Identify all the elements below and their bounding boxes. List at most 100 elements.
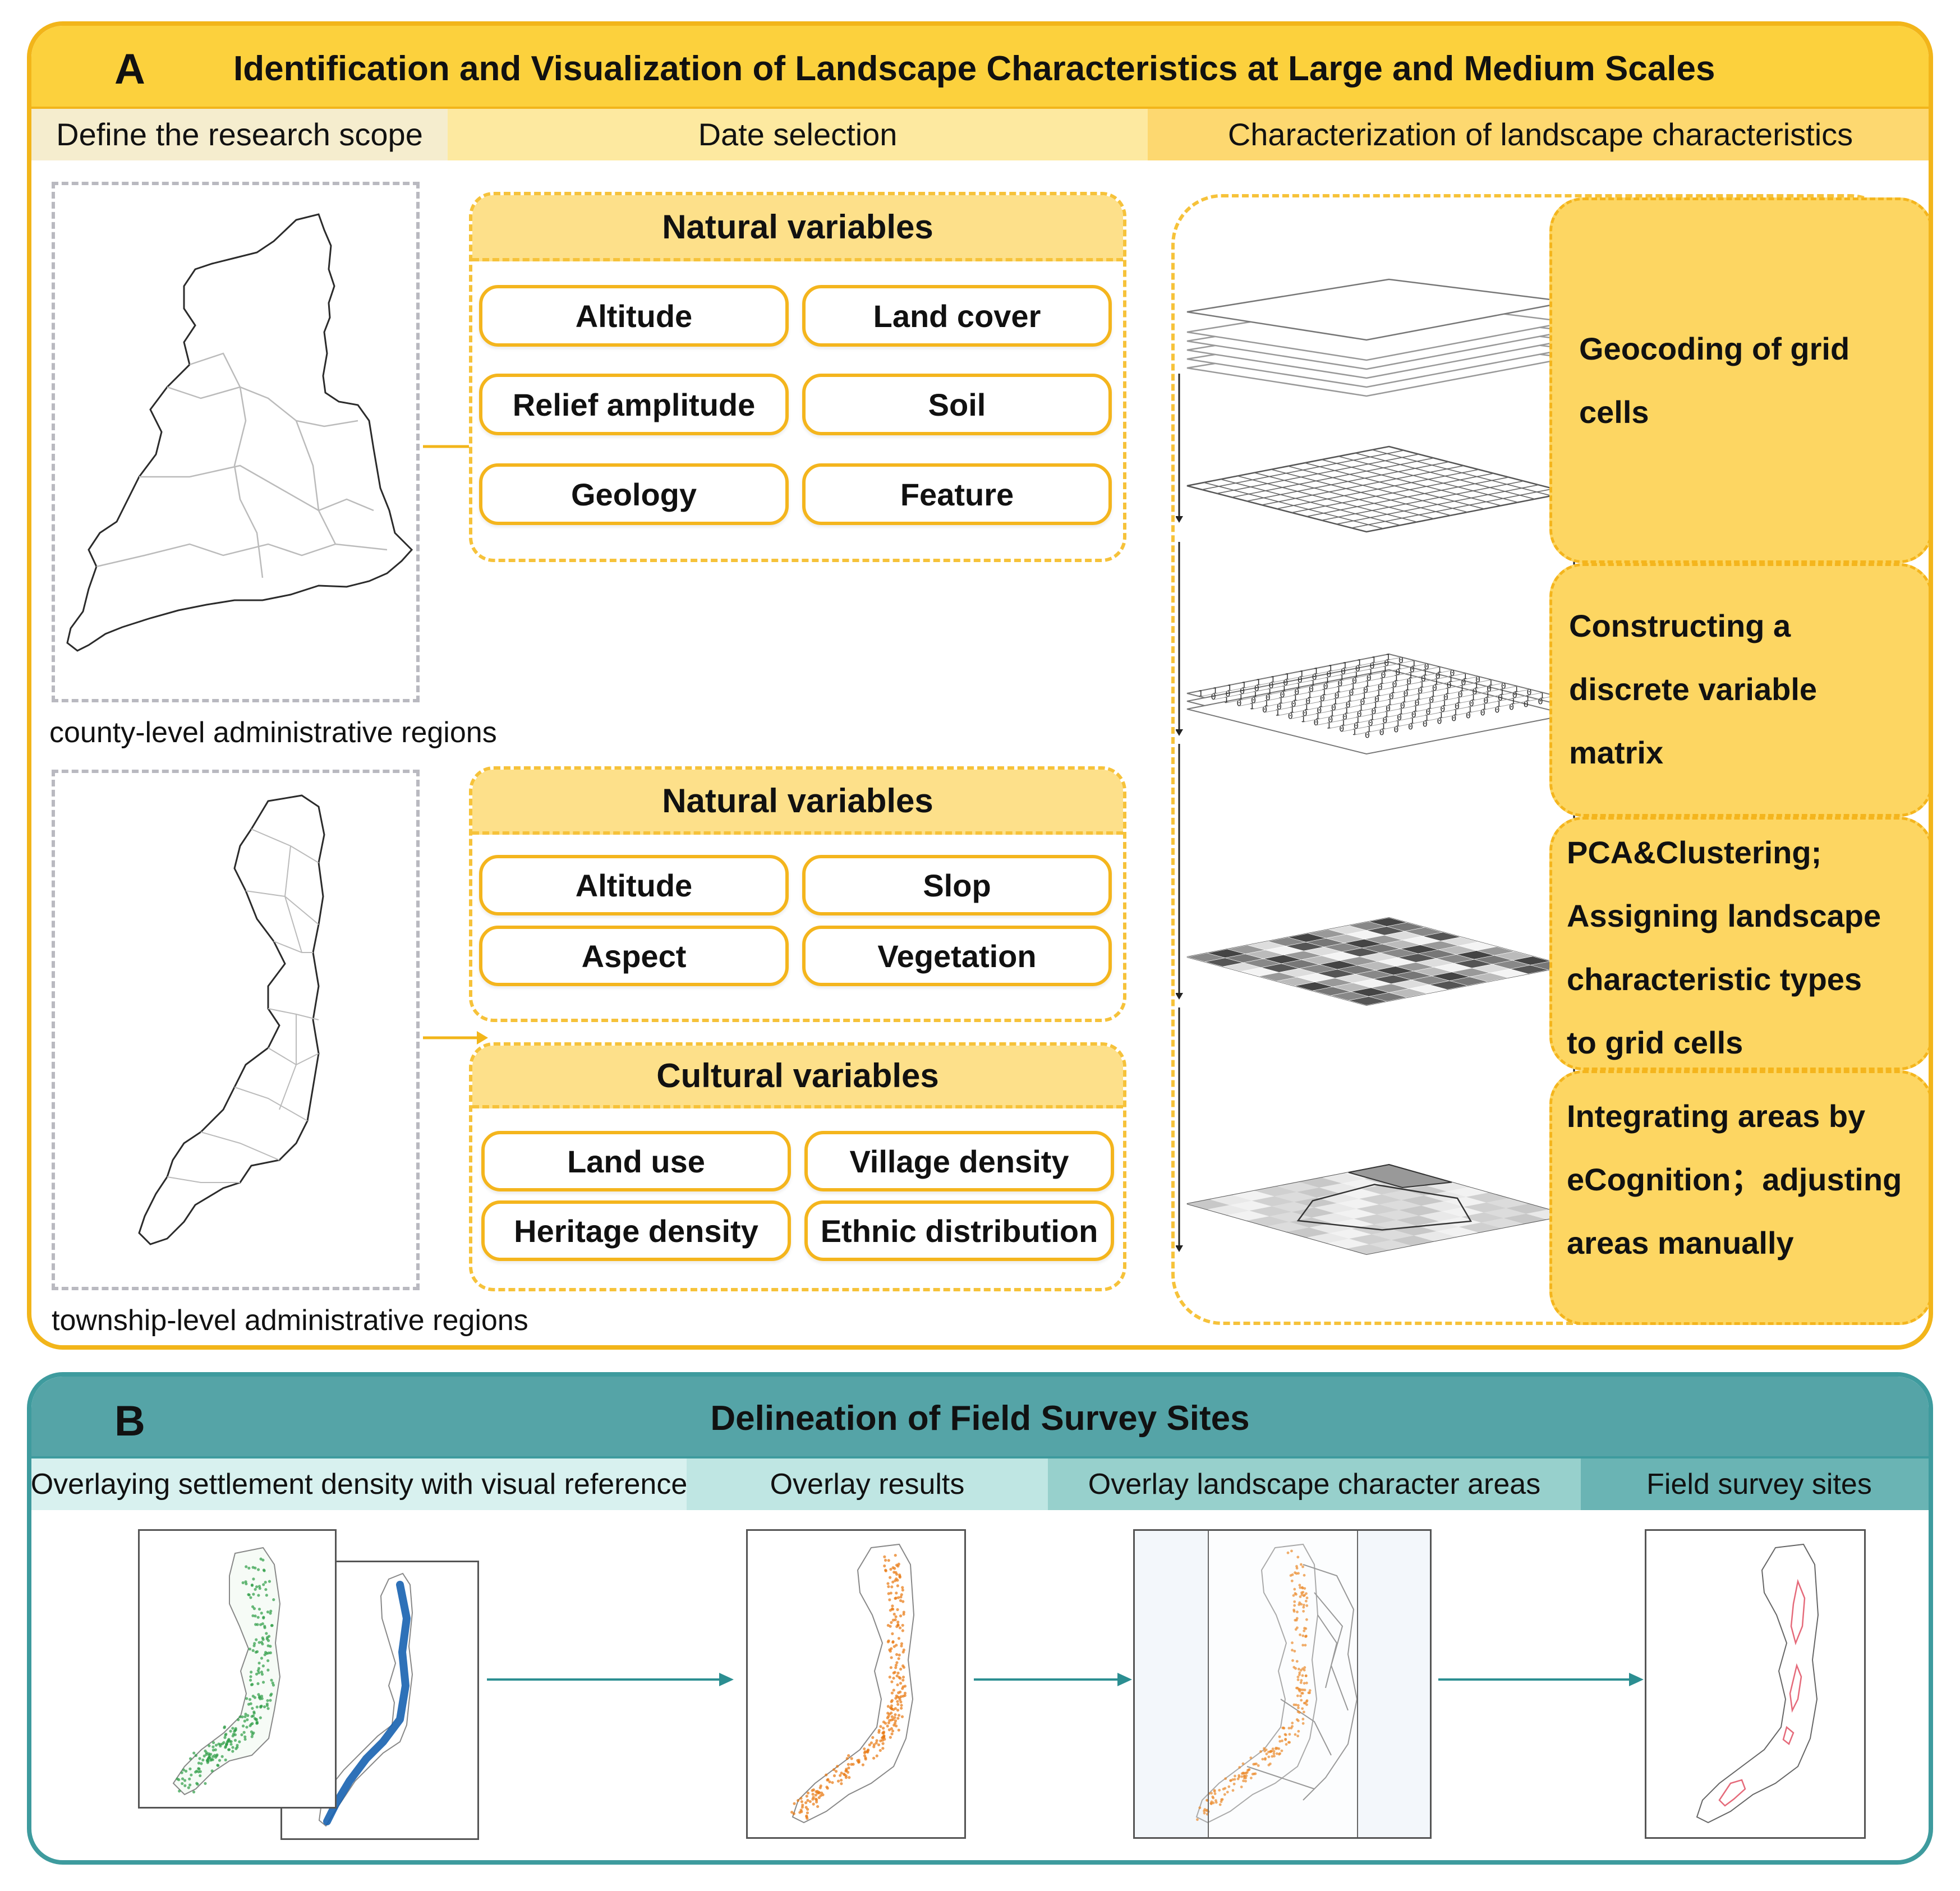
svg-text:1: 1 xyxy=(1395,719,1400,729)
header-overlaying-settlement: Overlaying settlement density with visua… xyxy=(31,1458,687,1510)
svg-text:1: 1 xyxy=(1256,677,1261,687)
settlement-density-map-image xyxy=(172,1547,281,1796)
svg-text:1: 1 xyxy=(1264,698,1269,708)
svg-text:1: 1 xyxy=(1511,696,1516,706)
step-integrating-areas-text: Integrating areas by eCognition；adjustin… xyxy=(1567,1098,1902,1260)
svg-text:0: 0 xyxy=(1298,675,1303,685)
svg-text:1: 1 xyxy=(1402,694,1407,705)
svg-text:1: 1 xyxy=(1341,718,1346,728)
svg-text:1: 1 xyxy=(1299,669,1304,679)
svg-text:0: 0 xyxy=(1395,668,1400,678)
svg-text:1: 1 xyxy=(1347,694,1352,704)
svg-text:0: 0 xyxy=(1458,689,1463,700)
svg-text:1: 1 xyxy=(1481,702,1487,712)
header-overlay-character-areas: Overlay landscape character areas xyxy=(1048,1458,1581,1510)
panel-b-title-bar: B Delineation of Field Survey Sites xyxy=(31,1377,1929,1458)
svg-text:1: 1 xyxy=(1496,699,1501,709)
svg-text:1: 1 xyxy=(1328,663,1333,673)
svg-text:0: 0 xyxy=(1331,702,1336,712)
svg-text:1: 1 xyxy=(1462,671,1467,682)
svg-text:1: 1 xyxy=(1448,674,1453,684)
svg-text:0: 0 xyxy=(1475,674,1480,684)
overlay-divider-right xyxy=(1357,1531,1358,1837)
svg-text:1: 1 xyxy=(1376,688,1381,698)
svg-text:0: 0 xyxy=(1393,725,1398,735)
svg-text:1: 1 xyxy=(1437,665,1442,675)
svg-text:0: 0 xyxy=(1494,705,1499,715)
svg-text:0: 0 xyxy=(1397,712,1402,723)
svg-text:1: 1 xyxy=(1373,700,1378,710)
svg-text:1: 1 xyxy=(1249,701,1254,711)
township-natural-variables-title: Natural variables xyxy=(472,770,1123,835)
svg-text:1: 1 xyxy=(1310,678,1315,688)
svg-text:0: 0 xyxy=(1328,715,1333,725)
county-natural-variables-panel: Natural variables Altitude Land cover Re… xyxy=(469,192,1126,562)
svg-text:0: 0 xyxy=(1266,693,1271,703)
svg-text:0: 0 xyxy=(1363,685,1368,695)
svg-text:0: 0 xyxy=(1384,658,1389,668)
svg-text:0: 0 xyxy=(1320,693,1325,703)
county-map xyxy=(66,213,413,652)
svg-text:1: 1 xyxy=(1459,683,1464,693)
svg-text:0: 0 xyxy=(1294,687,1299,697)
svg-text:0: 0 xyxy=(1447,680,1452,690)
svg-text:1: 1 xyxy=(1329,708,1335,719)
svg-text:0: 0 xyxy=(1367,673,1372,683)
header-characterization: Characterization of landscape characteri… xyxy=(1148,109,1929,160)
svg-text:0: 0 xyxy=(1355,664,1360,674)
settlement-density-map xyxy=(138,1529,337,1809)
svg-text:0: 0 xyxy=(1317,705,1322,715)
svg-text:0: 0 xyxy=(1403,688,1408,698)
svg-text:0: 0 xyxy=(1360,697,1365,707)
svg-text:1: 1 xyxy=(1365,679,1370,689)
field-survey-sites-map-image xyxy=(1696,1543,1819,1824)
svg-text:1: 1 xyxy=(1278,696,1283,706)
svg-text:1: 1 xyxy=(1223,695,1229,705)
svg-text:1: 1 xyxy=(1324,675,1329,685)
svg-text:0: 0 xyxy=(1429,695,1434,705)
header-date-selection: Date selection xyxy=(448,109,1148,160)
svg-text:0: 0 xyxy=(1425,707,1430,717)
panel-b-letter: B xyxy=(114,1397,145,1445)
var-village-density: Village density xyxy=(804,1131,1114,1191)
svg-text:1: 1 xyxy=(1369,712,1374,723)
overlay-results-map-image xyxy=(790,1543,915,1824)
svg-text:1: 1 xyxy=(1357,657,1362,668)
step-discrete-matrix-text: Constructing a discrete variable matrix xyxy=(1569,608,1818,770)
svg-text:1: 1 xyxy=(1382,664,1387,674)
svg-text:0: 0 xyxy=(1357,709,1362,719)
svg-text:0: 0 xyxy=(1335,691,1340,701)
svg-text:1: 1 xyxy=(1442,698,1447,708)
var-feature: Feature xyxy=(802,463,1112,525)
var-vegetation: Vegetation xyxy=(802,926,1112,986)
svg-text:0: 0 xyxy=(1443,692,1448,702)
svg-text:0: 0 xyxy=(1414,698,1419,708)
svg-text:0: 0 xyxy=(1501,681,1506,691)
svg-text:0: 0 xyxy=(1240,686,1245,696)
blank-layers-icon xyxy=(1186,278,1569,397)
svg-text:1: 1 xyxy=(1358,703,1363,713)
overlay-divider-left xyxy=(1208,1531,1209,1837)
svg-text:1: 1 xyxy=(1318,700,1323,710)
svg-text:0: 0 xyxy=(1341,666,1346,677)
svg-text:1: 1 xyxy=(1292,693,1298,703)
svg-text:1: 1 xyxy=(1386,652,1391,662)
panel-a-title: Identification and Visualization of Land… xyxy=(233,49,1715,88)
var-land-cover: Land cover xyxy=(802,285,1112,347)
svg-text:0: 0 xyxy=(1406,677,1411,687)
svg-text:1: 1 xyxy=(1368,667,1373,677)
svg-text:1: 1 xyxy=(1313,666,1318,676)
svg-text:1: 1 xyxy=(1514,684,1519,694)
binary-matrix-icon: 1010101010101010101010101010101010101010… xyxy=(1186,652,1569,755)
var-land-use: Land use xyxy=(481,1131,791,1191)
svg-text:1: 1 xyxy=(1326,721,1331,731)
svg-text:0: 0 xyxy=(1461,677,1466,687)
svg-text:0: 0 xyxy=(1410,665,1415,675)
township-arrow-icon xyxy=(423,1031,488,1045)
svg-text:1: 1 xyxy=(1285,671,1290,682)
township-cultural-variables-panel: Cultural variables Land use Village dens… xyxy=(469,1042,1126,1291)
panel-b: B Delineation of Field Survey Sites Over… xyxy=(27,1372,1933,1865)
svg-text:0: 0 xyxy=(1450,668,1455,678)
svg-text:0: 0 xyxy=(1432,683,1437,693)
svg-text:0: 0 xyxy=(1424,662,1429,672)
